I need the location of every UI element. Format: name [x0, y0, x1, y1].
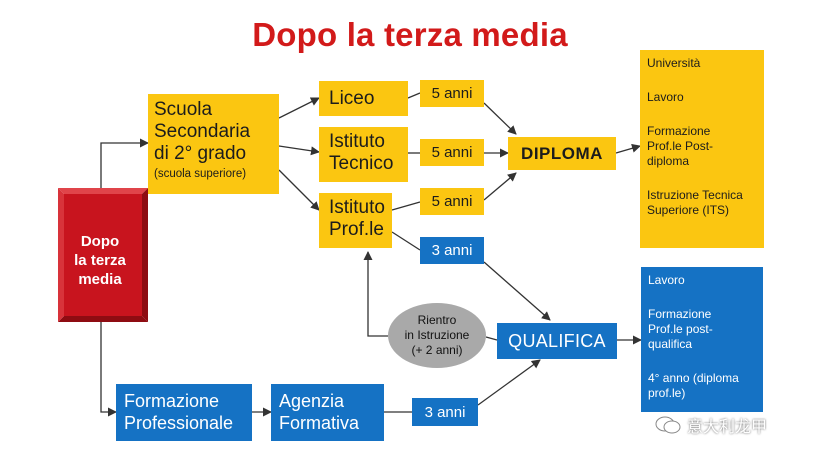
box-istituto-tecnico: Istituto Tecnico — [319, 127, 408, 182]
rientro-ellipse: Rientro in Istruzione (+ 2 anni) — [388, 303, 486, 368]
box-agenzia-formativa: Agenzia Formativa — [271, 384, 384, 441]
start-block-shape — [58, 188, 148, 322]
outcome-item: Lavoro — [647, 90, 684, 104]
arrow-secondaria-to-tecnico — [278, 145, 320, 156]
line-prof-to-3anni — [391, 231, 421, 251]
qualifica-label: QUALIFICA — [508, 330, 606, 351]
duration-professionale: 5 anni — [420, 188, 484, 215]
start-block: Dopo la terza media — [58, 188, 148, 322]
arrow-agenzia3-to-qualifica — [477, 359, 541, 406]
duration-prof-qualifica: 3 anni — [420, 237, 484, 264]
rientro-line: Rientro — [417, 313, 457, 327]
box-istituto-professionale: Istituto Prof.le — [319, 193, 392, 248]
box-diploma: DIPLOMA — [508, 137, 616, 170]
outcome-item: Università — [647, 56, 701, 70]
outcome-item: Lavoro — [648, 273, 685, 287]
agenzia-line: Formativa — [279, 413, 360, 433]
start-line: la terza — [74, 252, 126, 269]
start-line: media — [78, 271, 122, 288]
page-title: Dopo la terza media — [252, 16, 568, 53]
secondaria-note: (scuola superiore) — [154, 168, 247, 180]
outcome-item: Formazione Prof.le Post-diploma — [647, 124, 714, 168]
arrow-start-to-formazione — [100, 322, 117, 417]
formazione-line: Formazione — [124, 391, 220, 411]
arrow-secondaria-to-liceo — [278, 97, 320, 119]
arrow-3anni-to-qualifica — [483, 261, 551, 321]
outcome-item: 4° anno (diploma prof.le) — [648, 371, 739, 400]
rientro-line: in Istruzione — [404, 328, 470, 342]
watermark-text: 意大利龙甲 — [687, 419, 768, 436]
formazione-line: Professionale — [124, 413, 234, 433]
agenzia-line: Agenzia — [279, 391, 345, 411]
arrow-start-to-secondaria — [100, 138, 149, 188]
start-line: Dopo — [80, 233, 120, 250]
box-diploma-outcomes: Università Lavoro Formazione Prof.le Pos… — [640, 50, 764, 248]
arrow-prof-to-diploma — [483, 172, 517, 201]
tecnico-line: Tecnico — [329, 153, 394, 174]
secondaria-line: di 2° grado — [154, 143, 247, 164]
diploma-label: DIPLOMA — [521, 143, 603, 163]
box-qualifica-outcomes: Lavoro Formazione Prof.le post-qualifica… — [641, 267, 763, 412]
duration-liceo: 5 anni — [420, 80, 484, 107]
tecnico-line: Istituto — [329, 131, 385, 152]
arrow-rientro-to-prof — [363, 251, 388, 337]
line-liceo-to-5anni — [407, 92, 421, 99]
line-prof-to-5anni — [391, 201, 421, 211]
box-liceo: Liceo — [319, 81, 408, 116]
prof-line: Istituto — [329, 197, 385, 218]
box-qualifica: QUALIFICA — [497, 323, 617, 359]
prof-line: Prof.le — [329, 219, 384, 240]
arrow-secondaria-to-prof — [278, 169, 320, 211]
secondaria-line: Scuola — [154, 99, 213, 120]
outcome-item: Istruzione Tecnica Superiore (ITS) — [647, 188, 743, 217]
liceo-label: Liceo — [329, 88, 375, 109]
watermark: 意大利龙甲 — [655, 413, 767, 437]
line-qualifica-to-rientro — [485, 336, 498, 341]
duration-tecnico: 5 anni — [420, 139, 484, 166]
box-scuola-secondaria: Scuola Secondaria di 2° grado (scuola su… — [148, 94, 279, 194]
duration-agenzia: 3 anni — [412, 398, 478, 426]
secondaria-line: Secondaria — [154, 121, 251, 142]
arrow-diploma-to-outcomes — [615, 143, 641, 154]
start-label: Dopo la terza media — [58, 232, 142, 289]
outcome-item: Formazione Prof.le post-qualifica — [648, 307, 713, 351]
arrow-liceo-to-diploma — [483, 102, 517, 135]
box-formazione-professionale: Formazione Professionale — [116, 384, 252, 441]
wechat-icon — [655, 416, 681, 434]
rientro-line: (+ 2 anni) — [411, 343, 463, 357]
